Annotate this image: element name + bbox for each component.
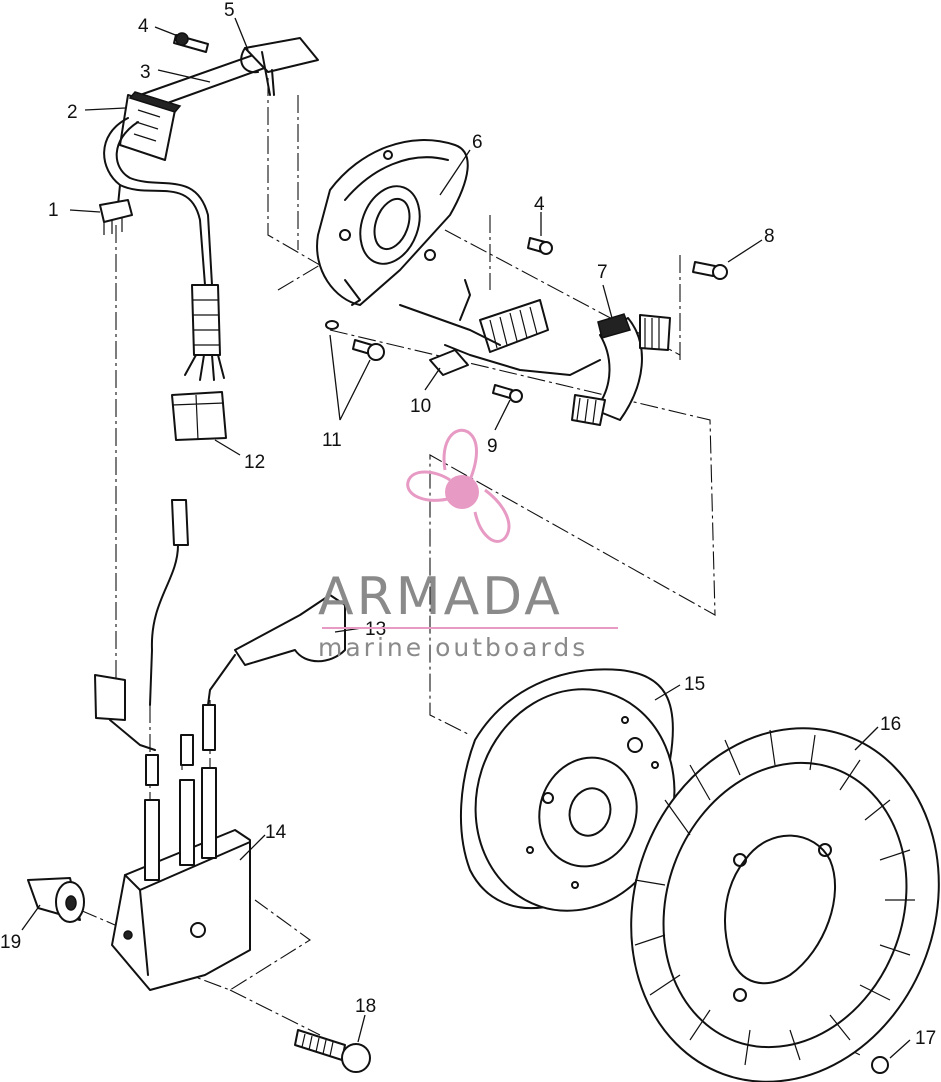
- armada-watermark: ARMADA marine outboards: [318, 428, 618, 662]
- flywheel: [459, 668, 676, 912]
- callout-12: 12: [244, 452, 265, 473]
- callout-13: 13: [365, 619, 386, 640]
- callout-4-top: 4: [138, 16, 149, 37]
- brand-name: ARMADA: [318, 567, 563, 627]
- wire-harness: [99, 117, 227, 441]
- regulator: [119, 91, 182, 161]
- brand-tagline: marine outboards: [318, 633, 588, 662]
- propeller-hub: [445, 475, 479, 509]
- callout-7: 7: [597, 262, 608, 283]
- callout-18: 18: [355, 996, 376, 1017]
- small-screw: [871, 1056, 889, 1074]
- callout-2: 2: [67, 102, 78, 123]
- callout-4-mid: 4: [534, 194, 545, 215]
- callout-3: 3: [140, 62, 151, 83]
- ignition-coil: [111, 704, 251, 991]
- screw-top: [173, 32, 209, 53]
- screws: [325, 237, 728, 403]
- bolt: [294, 1029, 371, 1073]
- callout-11: 11: [322, 430, 342, 451]
- spark-plug-cap: [149, 499, 346, 706]
- callout-leaders: [21, 17, 911, 1059]
- callout-9: 9: [487, 436, 498, 457]
- bracket-rod: [139, 37, 319, 111]
- callout-labels: 1 2 3 4 5 6 4 7 8 9 10 11 12 13 14 15 16…: [0, 0, 936, 1049]
- lower-connector: [94, 674, 156, 751]
- callout-16: 16: [880, 714, 901, 735]
- callout-10: 10: [410, 396, 431, 417]
- bushing: [27, 877, 85, 923]
- callout-14: 14: [265, 822, 287, 843]
- charge-coil: [399, 279, 601, 376]
- callout-19: 19: [0, 932, 21, 953]
- pulser-coil: [571, 313, 671, 426]
- callout-17: 17: [915, 1028, 936, 1049]
- stator-plate: [316, 139, 469, 306]
- callout-5: 5: [224, 0, 235, 21]
- cooling-fan: [630, 727, 940, 1082]
- clamp: [429, 349, 469, 376]
- callout-6: 6: [472, 132, 483, 153]
- callout-15: 15: [684, 674, 705, 695]
- propeller-logo-icon: [406, 428, 511, 543]
- callout-1: 1: [48, 200, 59, 221]
- callout-8: 8: [764, 226, 775, 247]
